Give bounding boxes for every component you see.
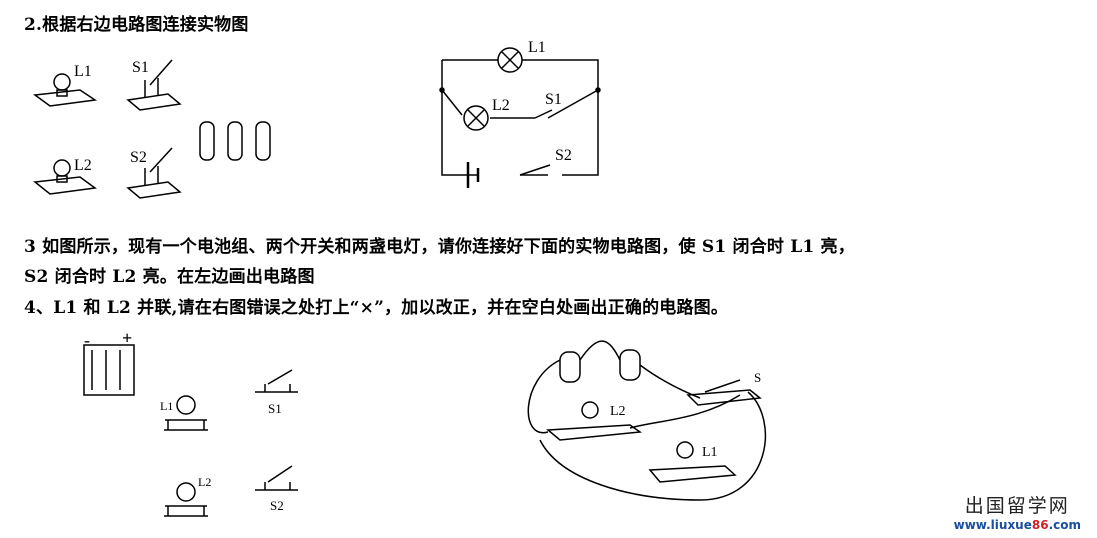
svg-text:S2: S2 bbox=[555, 147, 572, 164]
lamp-l2-q3: L2 bbox=[164, 475, 211, 517]
svg-text:L1: L1 bbox=[160, 399, 173, 413]
switch-s2-picture: S2 bbox=[126, 147, 182, 199]
lamp-l1-q3: L1 bbox=[160, 395, 208, 431]
question-3-line-1: 3 如图所示，现有一个电池组、两个开关和两盏电灯，请你连接好下面的实物电路图，使… bbox=[24, 237, 855, 257]
svg-text:L2: L2 bbox=[492, 97, 510, 114]
watermark-url-a: www.liuxue bbox=[953, 518, 1032, 532]
switch-s2-q3: S2 bbox=[255, 465, 298, 513]
question-4-line-1: 4、L1 和 L2 并联,请在右图错误之处打上“×”，加以改正，并在空白处画出正… bbox=[24, 298, 729, 318]
svg-text:S: S bbox=[754, 370, 761, 385]
svg-text:S1: S1 bbox=[132, 59, 149, 76]
question-2-title: 2.根据右边电路图连接实物图 bbox=[24, 15, 249, 35]
switch-s1-q3: S1 bbox=[255, 369, 298, 416]
battery-cells-picture bbox=[199, 121, 271, 161]
svg-text:L1: L1 bbox=[702, 445, 718, 460]
svg-text:+: + bbox=[122, 328, 132, 348]
svg-text:L1: L1 bbox=[74, 63, 92, 80]
q4-circuit-picture: S L2 L1 bbox=[527, 340, 767, 501]
svg-text:L2: L2 bbox=[198, 475, 211, 489]
watermark: 出国留学网 www.liuxue86.com bbox=[954, 491, 1081, 532]
svg-text:-: - bbox=[84, 330, 90, 350]
battery-pack-picture: - + bbox=[83, 328, 135, 396]
watermark-name: 出国留学网 bbox=[964, 495, 1070, 517]
svg-text:S1: S1 bbox=[268, 401, 282, 416]
lamp-l2-picture: L2 bbox=[33, 157, 97, 195]
circuit-schematic: L1 L2 S1 S2 bbox=[439, 39, 601, 188]
svg-text:S1: S1 bbox=[545, 91, 562, 108]
svg-text:S2: S2 bbox=[270, 498, 284, 513]
switch-s1-picture: S1 bbox=[126, 59, 182, 111]
watermark-url-b: 86 bbox=[1031, 518, 1049, 532]
svg-text:L1: L1 bbox=[528, 39, 546, 56]
svg-text:L2: L2 bbox=[74, 157, 92, 174]
question-3-line-2: S2 闭合时 L2 亮。在左边画出电路图 bbox=[24, 267, 315, 287]
watermark-url-c: .com bbox=[1048, 518, 1081, 532]
watermark-url: www.liuxue86.com bbox=[954, 518, 1081, 532]
svg-text:S2: S2 bbox=[130, 149, 147, 166]
lamp-l1-picture: L1 bbox=[33, 63, 98, 107]
svg-text:L2: L2 bbox=[610, 404, 626, 419]
